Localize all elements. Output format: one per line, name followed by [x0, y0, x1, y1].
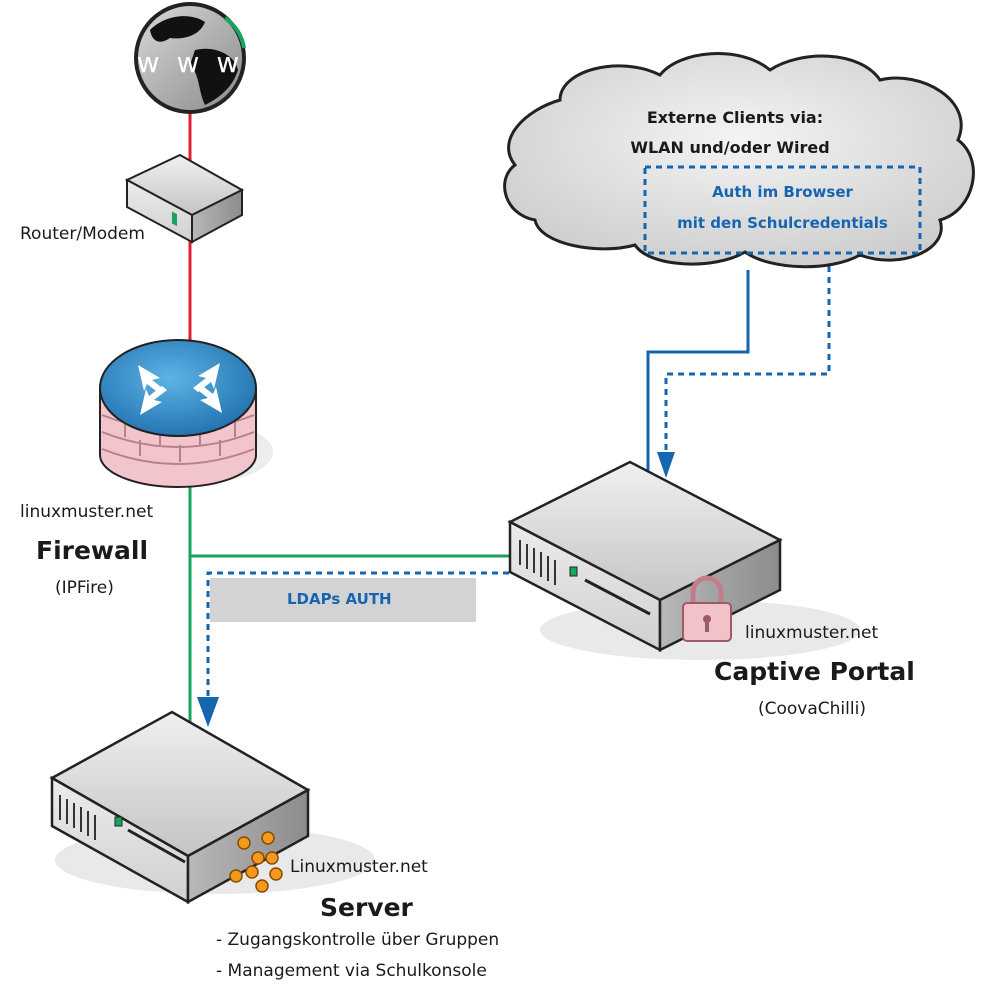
server-bullet-2: - Management via Schulkonsole — [216, 961, 487, 981]
auth-line-2: mit den Schulcredentials — [677, 214, 888, 232]
lock-icon — [682, 575, 732, 642]
auth-arrowhead — [657, 452, 675, 478]
cloud-line-1: Externe Clients via: — [646, 108, 824, 127]
ldap-dotted-link — [206, 571, 520, 700]
captive-domain: linuxmuster.net — [745, 623, 879, 643]
ldap-arrowhead — [197, 697, 219, 727]
server-domain: Linuxmuster.net — [290, 857, 428, 877]
ldap-label: LDAPs AUTH — [287, 590, 392, 608]
auth-box — [643, 165, 922, 255]
auth-line-1: Auth im Browser — [712, 183, 853, 201]
firewall-subtitle: (IPFire) — [55, 578, 114, 598]
auth-dotted-link — [664, 255, 831, 455]
firewall-icon — [99, 339, 273, 488]
captive-subtitle: (CoovaChilli) — [758, 699, 866, 719]
ldap-band — [210, 578, 476, 622]
router-label: Router/Modem — [20, 224, 145, 244]
router-icon — [124, 153, 245, 244]
linuxmuster-logo-icon — [229, 831, 283, 893]
cloud-captive-link — [646, 270, 750, 475]
firewall-title: Firewall — [36, 536, 149, 565]
server-title: Server — [320, 893, 413, 922]
cloud-line-2: WLAN und/oder Wired — [630, 138, 830, 157]
firewall-domain: linuxmuster.net — [20, 502, 154, 522]
globe-text: w w w — [137, 46, 244, 79]
globe-icon: w w w — [134, 2, 246, 114]
server-bullet-1: - Zugangskontrolle über Gruppen — [216, 930, 500, 950]
captive-title: Captive Portal — [714, 657, 915, 686]
cloud-shape — [503, 52, 975, 269]
